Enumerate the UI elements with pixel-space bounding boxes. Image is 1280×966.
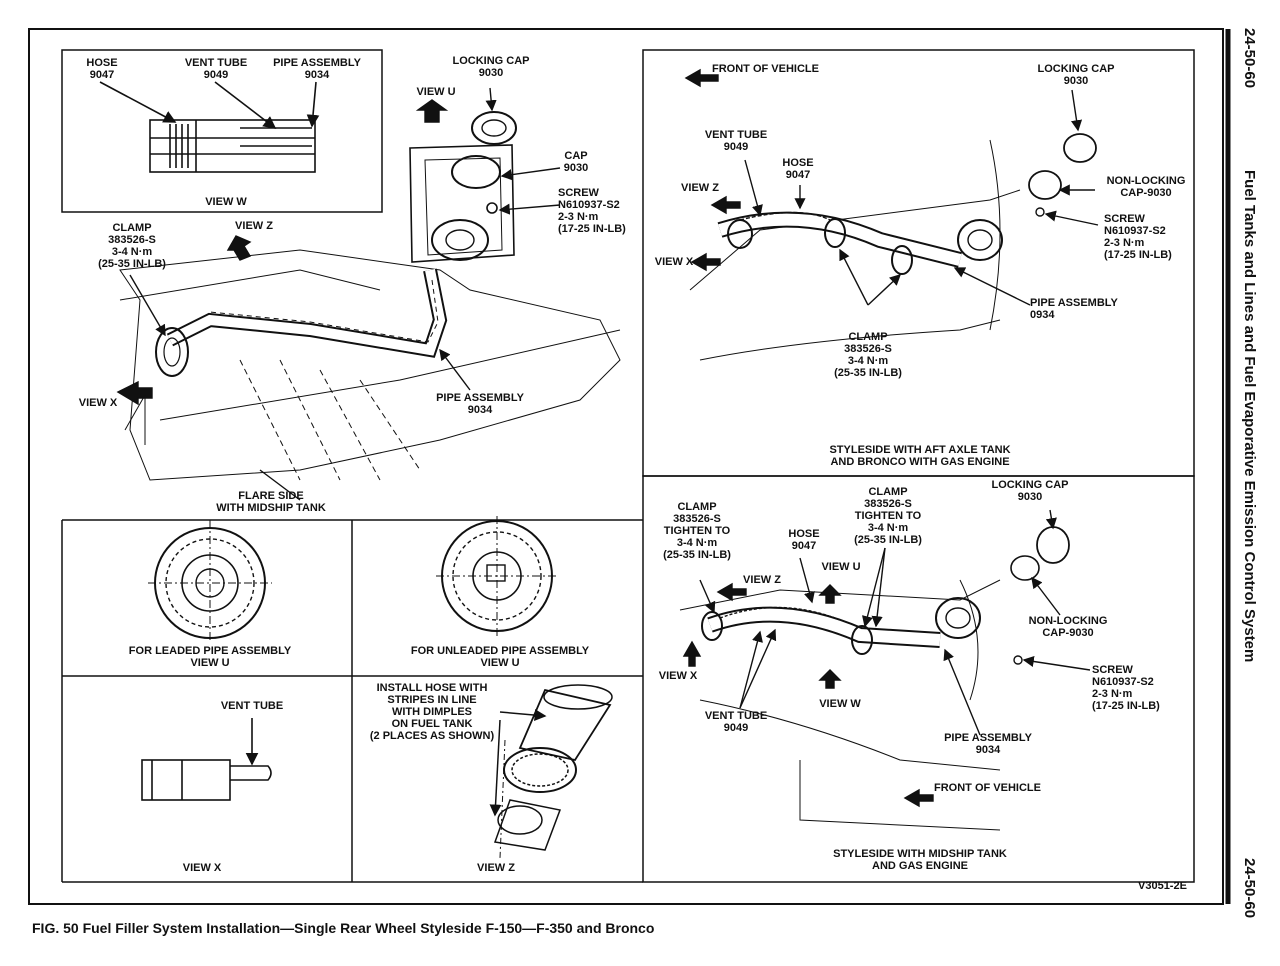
view-x-drawing	[141, 718, 272, 801]
view-w-drawing	[99, 81, 320, 173]
mid-view-x-label: VIEW X	[658, 670, 698, 682]
aft-axle-drawing	[684, 68, 1099, 361]
mid-view-w-label: VIEW W	[819, 698, 861, 710]
panel-aft-axle-border	[642, 49, 1195, 477]
unleaded-view-drawing	[436, 516, 558, 636]
mid-view-u-label: VIEW U	[821, 561, 861, 573]
panel-midship-border	[642, 475, 1195, 883]
midship-drawing	[679, 509, 1091, 831]
page-number-bottom: 24-50-60	[1241, 858, 1258, 919]
aft-view-z-label: VIEW Z	[681, 182, 719, 194]
flare-view-x-label: VIEW X	[78, 397, 118, 409]
aft-front-of-vehicle-label: FRONT OF VEHICLE	[712, 63, 819, 75]
view-x-vent-tube-label: VENT TUBE	[220, 700, 284, 712]
view-z-drawing	[489, 684, 613, 859]
mid-view-z-label: VIEW Z	[743, 574, 781, 586]
figure-caption: FIG. 50 Fuel Filler System Installation—…	[32, 920, 655, 936]
mid-front-of-vehicle-label: FRONT OF VEHICLE	[934, 782, 1041, 794]
page-number-top: 24-50-60	[1241, 28, 1258, 89]
flare-view-z-label: VIEW Z	[235, 220, 273, 232]
section-title: Fuel Tanks and Lines and Fuel Evaporativ…	[1241, 170, 1258, 663]
view-z-caption: VIEW Z	[477, 862, 515, 874]
view-w-border	[61, 49, 383, 213]
aft-view-x-label: VIEW X	[654, 256, 694, 268]
outer-frame	[28, 28, 1224, 905]
view-x-caption: VIEW X	[182, 862, 222, 874]
view-w-caption: VIEW W	[205, 196, 247, 208]
figure-code: V3051-2E	[1138, 880, 1187, 892]
flare-view-u-label: VIEW U	[416, 86, 456, 98]
leaded-view-drawing	[148, 520, 272, 640]
flare-side-drawing	[116, 87, 621, 501]
